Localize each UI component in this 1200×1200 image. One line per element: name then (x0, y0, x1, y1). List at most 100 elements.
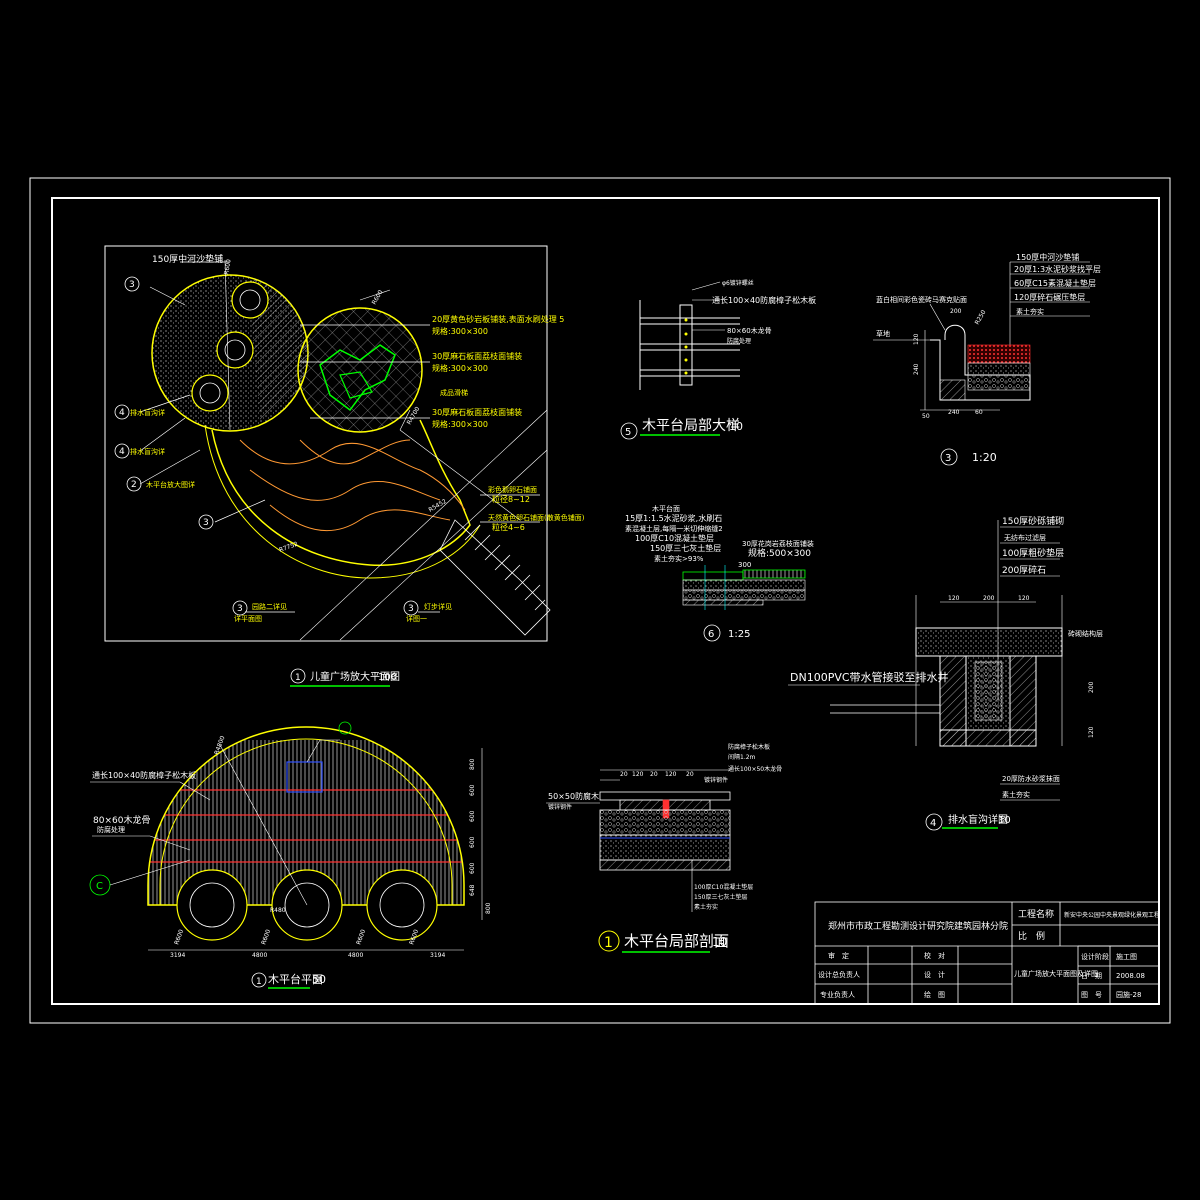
plan1-title: 儿童广场放大平面图 (310, 670, 400, 683)
svg-text:4: 4 (119, 408, 125, 418)
tb-pro-lead: 专业负责人 (820, 990, 855, 999)
s1-dim-0: 20 (620, 771, 628, 778)
d4-label-b: 无纺布过滤层 (1004, 533, 1046, 542)
tb-project: 新安中央公园中央景观绿化景观工程 (1064, 911, 1160, 919)
plan1-tile2-label: 30厚麻石板面荔枝面铺装 (432, 351, 522, 361)
plan1-pebble1b-label: 粒径8~12 (492, 494, 530, 504)
d4-label-h: 素土夯实 (1002, 790, 1030, 799)
wp-dim-r1: 600 (469, 784, 476, 796)
d6-num: 6 (708, 629, 714, 640)
wp-dim-r2: 600 (469, 810, 476, 822)
plan1-tile3-label: 30厚麻石板面荔枝面铺装 (432, 407, 522, 417)
s1-label-d: 镀锌钢件 (704, 776, 728, 784)
d4-dim-2: 120 (1018, 595, 1030, 602)
s1-label-h: 150厚三七灰土垫层 (694, 893, 747, 901)
svg-text:3: 3 (408, 604, 414, 614)
d5-label-d: 防腐处理 (727, 337, 751, 345)
svg-text:3: 3 (203, 518, 209, 528)
d3-dim-3: 240 (913, 363, 920, 375)
wp-dim-r3: 600 (469, 836, 476, 848)
wp-dim-r6: 800 (485, 902, 492, 914)
d5-scale: 10 (729, 420, 743, 433)
wood-platform-plan: 3194 4800 4800 3194 800 600 600 600 600 … (89, 721, 492, 989)
inner-frame (51, 197, 1160, 1005)
wp-dim-rr4: R480 (270, 907, 286, 914)
d6-scale: 1:25 (728, 629, 750, 640)
plan1-ref1-label: 园路二详见 (252, 602, 287, 611)
d4-dim-3: 200 (1088, 681, 1095, 693)
d4-label-a: 150厚砂砾铺砌 (1002, 515, 1064, 527)
wp-dim-rr1: R600 (260, 928, 272, 945)
tb-draw: 绘 图 (924, 990, 945, 999)
wp-num: 1 (256, 977, 262, 987)
d3-label-e: 素土夯实 (1016, 307, 1044, 316)
d6-label-a: 木平台面 (652, 504, 680, 513)
d6-label-i: 300 (738, 561, 751, 569)
title-block (814, 901, 1160, 1005)
tb-date: 2008.08 (1116, 972, 1145, 980)
plan1-tile1-label: 20厚黄色砂岩板铺装,表面水刷处理 5 (432, 314, 564, 324)
s1-label-f: 镀锌钢件 (548, 803, 572, 811)
d3-dim-1: R250 (974, 309, 988, 326)
plan1-dim-r4: R7752 (278, 541, 299, 554)
tb-check: 校 对 (924, 951, 945, 960)
plan1-dim-r2: R600 (371, 289, 385, 306)
wp-label-c: 防腐处理 (97, 825, 125, 834)
s1-label-e: 50×50防腐木 (548, 791, 599, 801)
plan1-ref3-label: 灯步详见 (424, 602, 452, 611)
d3-scale: 1:20 (972, 451, 997, 464)
s1-dim-4: 20 (686, 771, 694, 778)
d4-label-c: 100厚粗砂垫层 (1002, 547, 1064, 559)
svg-text:2: 2 (131, 480, 137, 490)
d3-label-c: 60厚C15素混凝土垫层 (1014, 278, 1096, 288)
plan1-tile1b-label: 规格:300×300 (432, 326, 488, 336)
d4-num: 4 (930, 818, 936, 829)
s1-scale: 10 (712, 935, 727, 949)
d6-label-d: 100厚C10混凝土垫层 (635, 533, 714, 543)
d4-dim-4: 120 (1088, 726, 1095, 738)
s1-dim-2: 20 (650, 771, 658, 778)
d3-label-a: 150厚中河沙垫铺 (1016, 252, 1079, 262)
d6-label-h: 规格:500×300 (748, 547, 811, 559)
plan1-sand-label: 150厚中河沙垫铺 (152, 253, 223, 265)
d5-title: 木平台局部大样 (642, 418, 740, 434)
d5-num: 5 (625, 427, 631, 438)
detail-4-blind-drain: 150厚砂砾铺砌 无纺布过滤层 100厚粗砂垫层 200厚碎石 砖砌结构层 DN… (788, 515, 1103, 831)
tb-review: 审 定 (828, 951, 849, 960)
title-block-text: 郑州市市政工程勘测设计研究院建筑园林分院 工程名称 新安中央公园中央景观绿化景观… (818, 908, 1160, 999)
d4-scale: 10 (998, 815, 1011, 826)
wp-label-a: 通长100×40防腐樟子松木板 (92, 770, 196, 780)
wp-label-b: 80×60木龙骨 (93, 814, 150, 826)
tb-phase: 施工图 (1116, 952, 1137, 961)
plan1-dim-r1: R600 (223, 259, 233, 276)
d3-dim-6: 60 (975, 409, 983, 416)
tb-design-lead: 设计总负责人 (818, 970, 860, 979)
tb-scale-label: 比 例 (1018, 930, 1045, 942)
d6-label-e: 150厚三七灰土垫层 (650, 543, 721, 553)
s1-title: 木平台局部剖面 (624, 932, 729, 950)
d6-label-g: 30厚花岗岩荔枝面铺装 (742, 539, 814, 548)
tb-phase-label: 设计阶段 (1081, 952, 1109, 961)
svg-text:3: 3 (237, 604, 243, 614)
outer-frame (29, 177, 1171, 1024)
d5-label-a: φ6镀锌螺丝 (722, 279, 754, 287)
d3-label-f: 蓝白相间彩色瓷砖马赛克贴面 (876, 295, 967, 304)
d4-label-d: 200厚碎石 (1002, 564, 1046, 576)
s1-num: 1 (604, 935, 613, 951)
d4-label-f: DN100PVC带水管接驳至排水井 (790, 670, 949, 684)
d6-label-f: 素土夯实>93% (654, 554, 704, 563)
d5-label-b: 通长100×40防腐樟子松木板 (712, 295, 816, 305)
tb-design: 设 计 (924, 970, 945, 979)
wp-dim-b3: 3194 (430, 952, 445, 959)
tb-company: 郑州市市政工程勘测设计研究院建筑园林分院 (828, 920, 1008, 932)
plan1-pebble2-label: 天然黄色卵石铺面(散黄色铺面) (488, 513, 585, 522)
plan1-ref4-label: 详图一 (406, 614, 427, 623)
s1-label-c: 通长100×50木龙骨 (728, 765, 782, 773)
wp-dim-r0: 800 (469, 758, 476, 770)
s1-dim-3: 120 (665, 771, 677, 778)
plan1-pebble2b-label: 粒径4~6 (492, 522, 525, 532)
d3-label-d: 120厚碎石碾压垫层 (1014, 292, 1085, 302)
wp-scale: 50 (312, 973, 326, 986)
